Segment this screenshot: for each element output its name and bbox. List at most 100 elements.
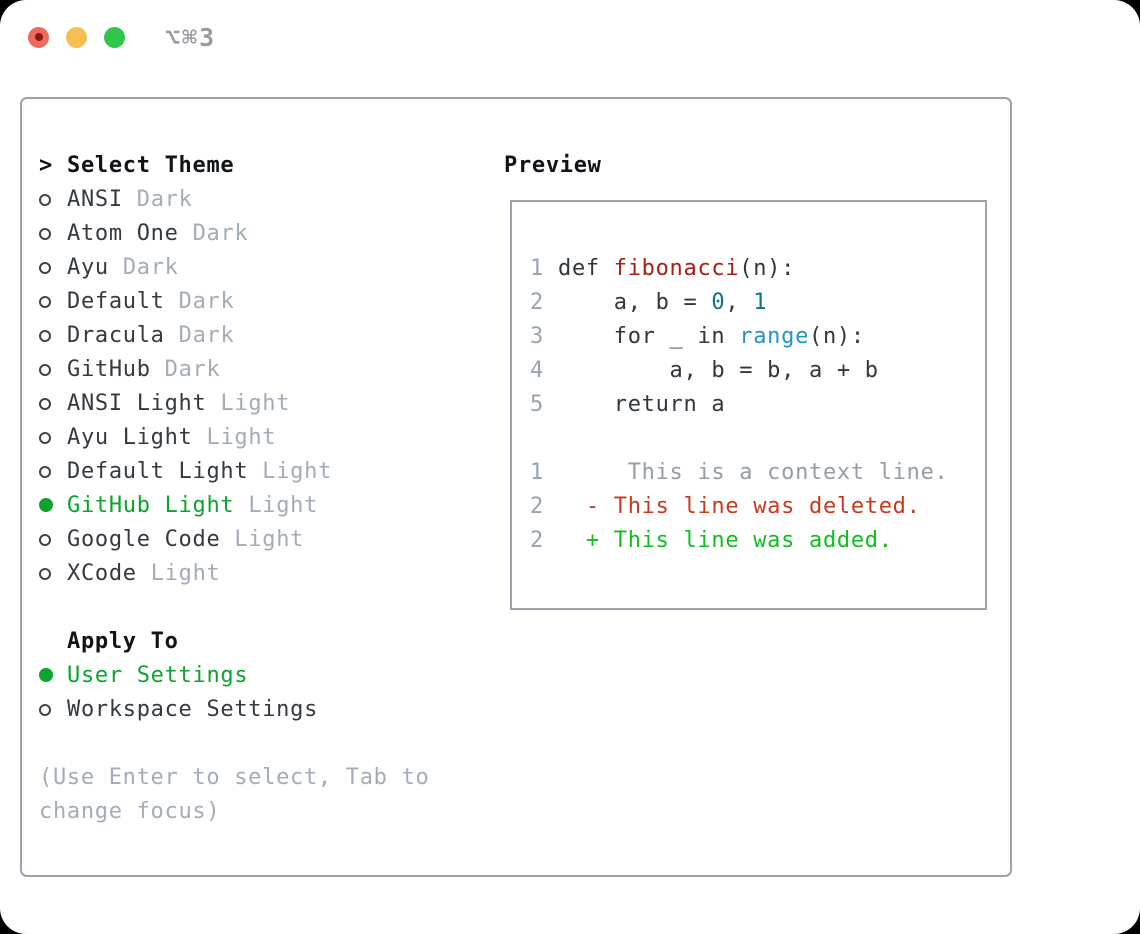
line-number: 2 (530, 528, 544, 553)
line-number: 1 (530, 460, 544, 485)
theme-option[interactable]: Ayu Light Light (39, 421, 479, 455)
theme-variant: Dark (192, 221, 249, 246)
apply-to-option[interactable]: Workspace Settings (39, 693, 479, 727)
theme-name: Default Light (67, 459, 249, 484)
theme-variant: Dark (164, 357, 221, 382)
theme-variant: Dark (122, 255, 179, 280)
radio-icon (39, 194, 51, 206)
radio-cell (39, 319, 67, 353)
radio-icon (39, 704, 51, 716)
select-theme-header: > Select Theme (39, 149, 479, 183)
radio-icon (39, 228, 51, 240)
code-segment-code: , (725, 290, 754, 315)
theme-name: ANSI Light (67, 391, 207, 416)
code-segment-code: a, b = (558, 290, 712, 315)
apply-to-option[interactable]: User Settings (39, 659, 479, 693)
focus-prompt-icon: > (39, 153, 53, 178)
theme-variant: Light (262, 459, 333, 484)
theme-option[interactable]: GitHub Dark (39, 353, 479, 387)
theme-name: Ayu Light (67, 425, 193, 450)
code-segment-context: This is a context line. (558, 460, 949, 485)
theme-option[interactable]: Default Light Light (39, 455, 479, 489)
theme-option[interactable]: Dracula Dark (39, 319, 479, 353)
theme-name: Dracula (67, 323, 165, 348)
theme-name: XCode (67, 561, 137, 586)
line-number: 4 (530, 358, 544, 383)
radio-cell (39, 217, 67, 251)
radio-cell (39, 659, 67, 693)
close-button[interactable] (28, 26, 49, 48)
theme-variant: Light (234, 527, 305, 552)
apply-to-label: Apply To (67, 629, 179, 654)
code-segment-code: (n): (739, 256, 796, 281)
unsaved-changes-dot-icon (34, 33, 43, 41)
theme-variant: Light (206, 425, 277, 450)
spacer (39, 591, 479, 625)
radio-cell (39, 693, 67, 727)
select-theme-label: Select Theme (67, 153, 235, 178)
titlebar: ⌥⌘3 (0, 0, 1140, 74)
keyboard-hint: (Use Enter to select, Tab to change focu… (39, 765, 430, 824)
theme-option[interactable]: ANSI Light Light (39, 387, 479, 421)
radio-cell (39, 455, 67, 489)
theme-variant: Dark (136, 187, 193, 212)
theme-name: Atom One (67, 221, 179, 246)
preview-label: Preview (504, 153, 602, 178)
code-segment-code: def (558, 256, 614, 281)
line-number: 5 (530, 392, 544, 417)
theme-variant: Dark (178, 289, 235, 314)
minimize-button[interactable] (66, 26, 87, 48)
line-number: 2 (530, 494, 544, 519)
code-line: 3 for _ in range(n): (530, 320, 985, 354)
code-line (530, 422, 985, 456)
code-segment-code: a, b = b, a + b (558, 358, 879, 383)
zoom-button[interactable] (104, 26, 125, 48)
radio-icon (39, 330, 51, 342)
code-segment-added: + This line was added. (558, 528, 893, 553)
apply-to-option-label: Workspace Settings (67, 697, 319, 722)
radio-icon (39, 668, 53, 682)
spacer (39, 727, 479, 761)
theme-variant: Light (248, 493, 319, 518)
radio-icon (39, 262, 51, 274)
apply-to-header: Apply To (39, 625, 479, 659)
code-segment-function: fibonacci (613, 256, 740, 281)
theme-variant: Light (220, 391, 291, 416)
radio-icon (39, 432, 51, 444)
code-segment-code: (n): (809, 324, 865, 349)
theme-name: Google Code (67, 527, 221, 552)
code-line: 2 a, b = 0, 1 (530, 286, 985, 320)
radio-icon (39, 296, 51, 308)
radio-icon (39, 568, 51, 580)
code-line: 5 return a (530, 388, 985, 422)
theme-name: GitHub (67, 357, 151, 382)
theme-variant: Dark (178, 323, 235, 348)
theme-name: Ayu (67, 255, 109, 280)
code-line: 2 + This line was added. (530, 524, 985, 558)
theme-option[interactable]: Google Code Light (39, 523, 479, 557)
radio-cell (39, 489, 67, 523)
code-line: 1 This is a context line. (530, 456, 985, 490)
radio-cell (39, 421, 67, 455)
radio-cell (39, 285, 67, 319)
theme-option[interactable]: Atom One Dark (39, 217, 479, 251)
theme-option[interactable]: Ayu Dark (39, 251, 479, 285)
radio-cell (39, 353, 67, 387)
theme-name: Default (67, 289, 165, 314)
code-segment-number: 1 (753, 290, 768, 315)
apply-to-option-label: User Settings (67, 663, 249, 688)
line-number: 3 (530, 324, 544, 349)
window-title: ⌥⌘3 (165, 22, 217, 52)
theme-option[interactable]: Default Dark (39, 285, 479, 319)
code-segment-number: 0 (711, 290, 726, 315)
